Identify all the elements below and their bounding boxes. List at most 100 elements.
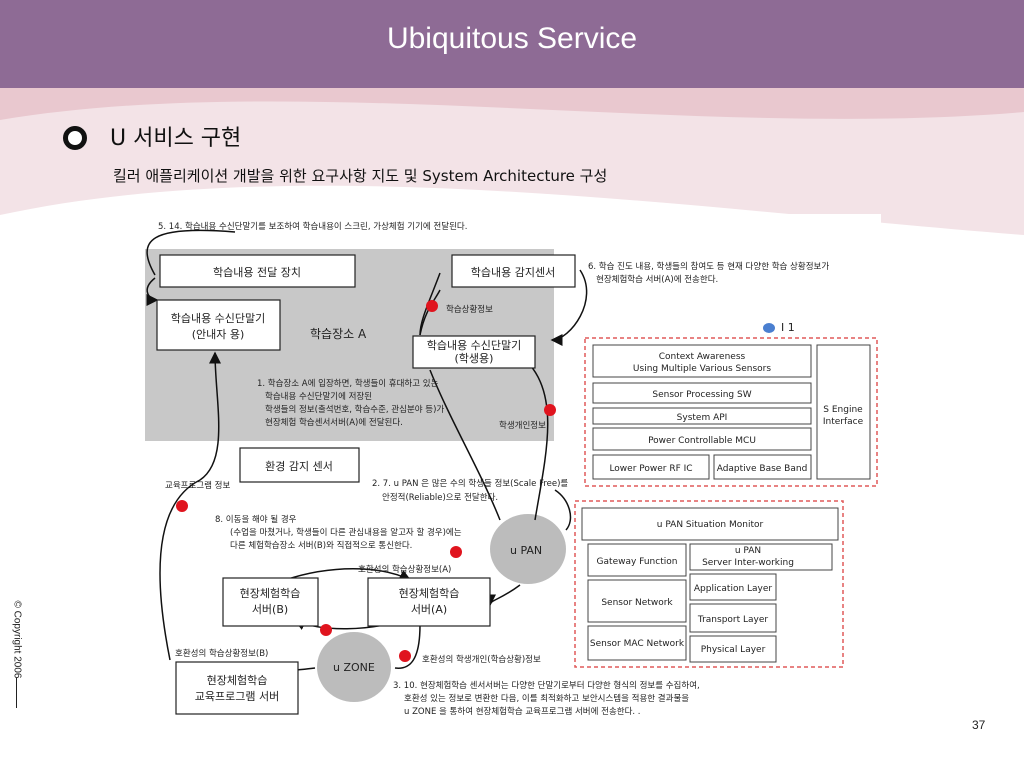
section-subheading: 킬러 애플리케이션 개발을 위한 요구사항 지도 및 System Archit… — [113, 167, 608, 185]
u-pan-cloud — [490, 514, 566, 584]
note-2-7-line1: 2. 7. u PAN 은 많은 수의 학생들 정보(Scale Free)를 — [372, 478, 568, 489]
situation-monitor-box — [581, 507, 839, 541]
guide-terminal-label-1: 학습내용 수신단말기 — [171, 312, 266, 325]
edge-guide-loop — [146, 277, 159, 306]
note-1-line1: 1. 학습장소 A에 입장하면, 학생들이 휴대하고 있는 — [257, 378, 439, 389]
application-layer-label: Application Layer — [694, 584, 773, 594]
red-dot — [320, 624, 332, 636]
sensor-device-box — [451, 254, 576, 288]
sensor-sw-label: Sensor Processing SW — [652, 390, 751, 400]
note-2-7-line2: 안정적(Reliable)으로 전달한다. — [382, 492, 498, 503]
edu-server-label-2: 교육프로그램 서버 — [195, 690, 279, 703]
edu-server-label-1: 현장체험학습 — [207, 674, 268, 687]
edge-label-compatible-b: 호환성의 학습상황정보(B) — [175, 648, 268, 659]
learning-area-label: 학습장소 A — [310, 327, 367, 341]
edge-b-to-a — [284, 568, 412, 581]
context-box — [592, 344, 812, 378]
i1-marker-label: I 1 — [781, 321, 795, 334]
guide-terminal-box — [156, 299, 281, 351]
s-engine-label-2: Interface — [823, 417, 864, 427]
edge-label-edu-program: 교육프로그램 정보 — [165, 480, 230, 491]
i1-dashed-frame — [584, 337, 878, 487]
s-engine-label-1: S Engine — [823, 405, 863, 415]
physical-layer-box — [689, 635, 777, 663]
red-dot — [450, 546, 462, 558]
env-sensor-box — [239, 447, 360, 483]
u-zone-label: u ZONE — [333, 661, 375, 674]
note-3-10-line1: 3. 10. 현장체험학습 센서서버는 다양한 단말기로부터 다양한 형식의 정… — [393, 680, 700, 691]
context-label-2: Using Multiple Various Sensors — [633, 364, 771, 374]
copyright-divider — [16, 678, 17, 708]
note-8-line3: 다른 체험학습장소 서버(B)와 직접적으로 통신한다. — [230, 540, 412, 551]
interworking-label-1: u PAN — [735, 546, 761, 556]
server-b-label-1: 현장체험학습 — [240, 587, 301, 600]
student-terminal-label-2: (학생용) — [455, 352, 494, 365]
edge-label-student-personal: 학생개인정보 — [499, 420, 546, 431]
physical-layer-label: Physical Layer — [701, 645, 766, 655]
context-label-1: Context Awareness — [659, 352, 746, 362]
gateway-label: Gateway Function — [597, 557, 678, 567]
transport-layer-box — [689, 603, 777, 633]
q1-dashed-frame — [574, 500, 844, 668]
edge-label-compatible-a: 호환성의 학습상황정보(A) — [358, 564, 451, 575]
red-dot — [176, 500, 188, 512]
interworking-label-2: Server Inter-working — [702, 558, 794, 568]
title-banner — [0, 0, 1024, 88]
copyright-notice: © Copyright 2006 — [11, 600, 23, 679]
note-3-10-line2: 호환성 있는 정보로 변환한 다음, 이를 최적화하고 보안시스템을 적용한 결… — [404, 693, 689, 704]
adaptive-band-box — [713, 454, 812, 480]
edge-label-learning-status: 학습상황정보 — [446, 304, 493, 315]
sensor-network-box — [587, 579, 687, 623]
note-1-line4: 현장체험 학습센서서버(A)에 전달된다. — [265, 417, 403, 428]
bullet-ring-icon — [63, 126, 87, 150]
sensor-network-label: Sensor Network — [601, 598, 673, 608]
edge-delivery-to-note — [146, 229, 236, 276]
guide-terminal-label-2: (안내자 용) — [192, 328, 245, 341]
note-8-line1: 8. 이동을 해야 될 경우 — [215, 514, 297, 525]
edge-label-compatible-personal: 호환성의 학생개인(학습상황)정보 — [422, 654, 541, 665]
interworking-box — [689, 543, 833, 571]
rf-ic-label: Lower Power RF IC — [609, 464, 692, 474]
sensor-sw-box — [592, 382, 812, 404]
server-a-box — [367, 577, 491, 627]
red-dot — [399, 650, 411, 662]
slide-title: Ubiquitous Service — [386, 22, 638, 55]
server-a-label-1: 현장체험학습 — [399, 587, 460, 600]
note-6-line1: 6. 학습 진도 내용, 학생들의 참여도 등 현재 다양한 학습 상황정보가 — [588, 261, 829, 272]
page-number: 37 — [972, 718, 986, 732]
sensor-mac-box — [587, 625, 687, 661]
sensor-device-label: 학습내용 감지센서 — [471, 266, 555, 279]
system-api-label: System API — [677, 413, 728, 423]
u-zone-cloud — [317, 632, 391, 702]
delivery-device-label: 학습내용 전달 장치 — [213, 266, 301, 279]
transport-layer-label: Transport Layer — [697, 615, 768, 625]
application-layer-box — [689, 573, 777, 601]
delivery-device-box — [159, 254, 356, 288]
server-a-label-2: 서버(A) — [411, 603, 447, 616]
situation-monitor-label: u PAN Situation Monitor — [657, 520, 764, 530]
note-1-line2: 학습내용 수신단말기에 저장된 — [265, 391, 372, 402]
note-8-line2: (수업을 마쳤거나, 학생들이 다른 관심내용을 알고자 할 경우)에는 — [230, 527, 462, 538]
sensor-mac-label: Sensor MAC Network — [590, 639, 685, 649]
note-5-14: 5. 14. 학습내용 수신단말기를 보조하여 학습내용이 스크린, 가상체험 … — [158, 221, 467, 232]
adaptive-band-label: Adaptive Base Band — [717, 464, 808, 474]
student-terminal-label-1: 학습내용 수신단말기 — [427, 339, 522, 352]
power-mcu-box — [592, 427, 812, 451]
edge-edu-guide — [159, 351, 222, 661]
student-terminal-box — [412, 335, 536, 369]
server-b-box — [222, 577, 319, 627]
i1-marker-icon — [763, 323, 775, 333]
edge-student-upan-2 — [429, 369, 501, 521]
system-api-box — [592, 407, 812, 425]
s-engine-box — [816, 344, 871, 480]
red-dot — [426, 300, 438, 312]
power-mcu-label: Power Controllable MCU — [648, 436, 756, 446]
env-sensor-label: 환경 감지 센서 — [265, 460, 333, 473]
note-1-line3: 학생들의 정보(출석번호, 학습수준, 관심분야 등)가 — [265, 404, 444, 415]
section-heading: U 서비스 구현 — [110, 126, 242, 151]
note-3-10-line3: u ZONE 을 통하여 현장체험학습 교육프로그램 서버에 전송한다. . — [404, 706, 641, 717]
server-b-label-2: 서버(B) — [252, 603, 288, 616]
red-dot — [544, 404, 556, 416]
edge-student-upan — [529, 364, 549, 521]
